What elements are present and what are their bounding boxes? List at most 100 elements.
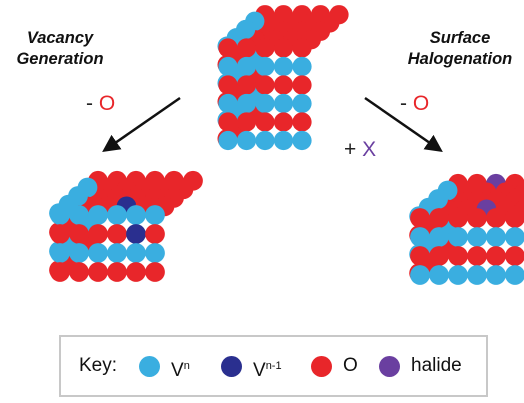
key-vn: Vn [171,360,190,381]
oxygen-atom [218,38,238,58]
vanadium-atom [505,227,524,247]
oxygen-atom [448,246,468,266]
vacancy-label-line1: Vacancy [26,29,94,47]
oxygen-atom [236,38,257,58]
vanadium-atom [448,227,468,247]
vanadium-atom [410,265,430,285]
halide-symbol: X [362,138,377,161]
vanadium-atom [50,243,70,263]
vanadium-atom [292,130,312,151]
arrow-left [102,96,181,152]
vanadium-atom [236,56,257,77]
vanadium-atom [505,265,524,285]
oxygen-atom [292,38,312,58]
oxygen-atom [107,224,127,244]
key-title: Key: [79,355,118,376]
vanadium-n-dot-icon [139,356,160,377]
halogenated-crystal [409,173,524,285]
oxygen-atom [255,38,275,58]
vanadium-atom [218,130,238,151]
vanadium-atom [69,243,89,263]
oxygen-atom [236,75,257,95]
vanadium-atom [88,243,108,263]
oxygen-atom [429,246,449,266]
minus-oxygen-left: - O [86,92,115,116]
plus-sign: + [344,138,357,161]
vanadium-atom [448,265,468,285]
oxygen-atom [50,262,70,282]
oxygen-atom [107,262,127,282]
minus-sign: - [86,92,93,115]
vanadium-atom [236,130,257,151]
oxygen-atom [448,208,468,228]
vanadium-n-1-dot-icon [221,356,242,377]
surface-label-line2: Halogenation [407,50,513,68]
legend-key: Key: Vn Vn-1 O halide [59,335,488,397]
vanadium-atom [107,243,127,263]
oxygen-symbol: O [412,92,430,115]
vanadium-atom [236,93,257,114]
oxygen-atom [255,112,275,132]
vanadium-atom [218,93,238,114]
oxygen-symbol: O [98,92,116,115]
plus-halide: + X [344,138,376,162]
vanadium-atom [486,227,506,247]
oxygen-atom [69,262,89,282]
oxygen-atom [273,38,294,58]
vanadium-atom [145,243,165,263]
vanadium-atom [467,227,487,247]
vanadium-atom [69,205,89,225]
vanadium-atom [292,56,312,77]
vanadium-atom [292,93,312,114]
vanadium-atom [107,205,127,225]
oxygen-atom [292,112,312,132]
oxygen-atom [50,224,70,244]
oxygen-atom [88,224,108,244]
oxygen-atom [486,208,506,228]
vanadium-atom [255,93,275,114]
vanadium-atom [88,205,108,225]
oxygen-atom [88,262,108,282]
vanadium-atom [429,265,449,285]
vacancy-crystal [49,170,203,282]
key-o: O [343,355,358,376]
vanadium-atom [145,205,165,225]
vanadium-atom [429,227,449,247]
vanadium-atom [273,56,294,77]
vanadium-atom [50,205,70,225]
oxygen-atom [273,112,294,132]
surface-label-line1: Surface [429,29,491,47]
vacancy-generation-label: Vacancy Generation [0,28,120,70]
key-vn1: Vn-1 [253,360,282,381]
halide-dot-icon [379,356,400,377]
oxygen-atom [505,208,524,228]
oxygen-atom [410,208,430,228]
minus-sign: - [400,92,407,115]
oxygen-atom [69,224,89,244]
oxygen-atom [505,246,524,266]
vanadium-atom [273,93,294,114]
vanadium-atom [467,265,487,285]
pristine-crystal [217,5,349,151]
oxygen-atom [126,262,146,282]
oxygen-atom [218,112,238,132]
oxygen-atom [410,246,430,266]
key-halide: halide [411,355,462,376]
vanadium-atom [126,243,146,263]
oxygen-atom [467,208,487,228]
oxygen-atom [292,75,312,95]
oxygen-atom [145,262,165,282]
minus-oxygen-right: - O [400,92,429,116]
oxygen-atom [273,75,294,95]
oxygen-atom [236,112,257,132]
oxygen-atom [486,246,506,266]
oxygen-atom [255,75,275,95]
reduced-vanadium-atom [126,224,146,244]
vanadium-atom [486,265,506,285]
surface-halogenation-label: Surface Halogenation [396,28,524,70]
arrow-right [364,96,443,152]
vacancy-label-line2: Generation [16,50,104,68]
vanadium-atom [126,205,146,225]
oxygen-atom [218,75,238,95]
